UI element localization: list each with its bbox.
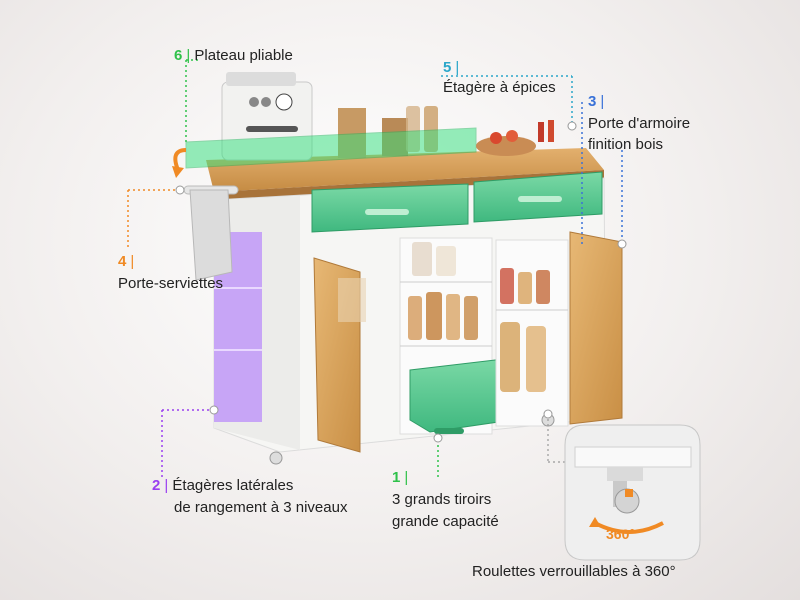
right-wood-door bbox=[569, 231, 623, 425]
feature-text-drawers-line1: 3 grands tiroirs bbox=[392, 491, 492, 508]
feature-text-side-shelves-line1: Étagères latérales bbox=[172, 477, 294, 494]
feature-text-drawers-line2: grande capacité bbox=[392, 513, 499, 530]
separator: | bbox=[186, 47, 191, 64]
feature-number: 1 bbox=[392, 469, 401, 486]
feature-text-side-shelves-line2: de rangement à 3 niveaux bbox=[174, 499, 348, 516]
top-drawer-left bbox=[311, 183, 469, 233]
bottom-drawer bbox=[409, 357, 513, 433]
feature-text: Plateau pliable bbox=[194, 47, 293, 64]
feature-number: 6 bbox=[174, 47, 183, 64]
fruit-bowl bbox=[476, 136, 536, 156]
wheel bbox=[269, 451, 283, 465]
feature-text-towel-rack: Porte-serviettes bbox=[118, 275, 224, 292]
spice-bottle bbox=[548, 120, 554, 142]
feature-label-drawers: 1| bbox=[392, 468, 408, 488]
wheel-caption: Roulettes verrouillables à 360° bbox=[472, 563, 676, 580]
wheel-inset bbox=[564, 424, 701, 561]
separator: | bbox=[404, 469, 409, 486]
separator: | bbox=[164, 477, 169, 494]
feature-text-wood-door-line1: Porte d'armoire bbox=[588, 115, 691, 132]
separator: | bbox=[130, 253, 135, 270]
folding-tabletop-highlight bbox=[185, 127, 477, 169]
spice-bottle bbox=[538, 122, 544, 142]
feature-number: 3 bbox=[588, 93, 597, 110]
feature-text-wood-door-line2: finition bois bbox=[588, 136, 664, 153]
separator: | bbox=[455, 59, 460, 76]
feature-label-towel-rack: 4| bbox=[118, 252, 134, 272]
feature-number: 4 bbox=[118, 253, 127, 270]
feature-label-folding-top: 6| Plateau pliable bbox=[174, 46, 293, 66]
feature-label-wood-door: 3| bbox=[588, 92, 604, 112]
feature-number: 2 bbox=[152, 477, 161, 494]
feature-label-side-shelves: 2| Étagères latérales bbox=[152, 476, 293, 496]
feature-text-spice-rack: Étagère à épices bbox=[443, 79, 556, 96]
rotation-badge: 360° bbox=[606, 526, 635, 542]
towel bbox=[189, 189, 233, 281]
feature-label-spice-rack: 5| bbox=[443, 58, 459, 78]
feature-number: 5 bbox=[443, 59, 452, 76]
separator: | bbox=[600, 93, 605, 110]
